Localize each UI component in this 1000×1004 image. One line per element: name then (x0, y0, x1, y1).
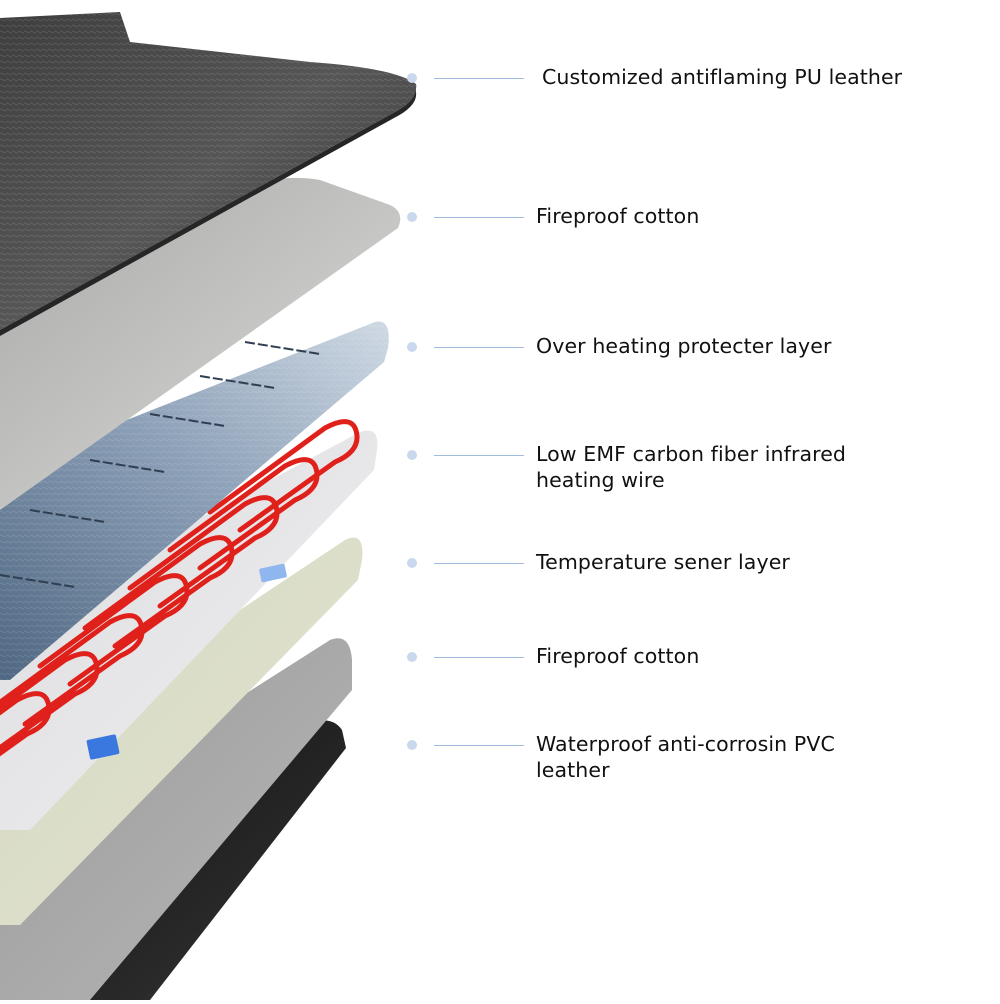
callout-label-line: leather (536, 758, 610, 782)
heating-base-layer (0, 430, 378, 830)
heating-wire-loop (0, 613, 145, 727)
fireproof-cotton-bottom-layer (0, 537, 363, 925)
callout-leader-line (434, 78, 524, 79)
heating-wire-loop (0, 651, 100, 751)
heating-wire-loop (167, 457, 320, 571)
heating-wire-loop (0, 691, 52, 757)
temperature-sensor-chip (259, 563, 287, 583)
callout-label: Fireproof cotton (536, 203, 699, 229)
callout-label-line: Over heating protecter layer (536, 334, 832, 358)
callout-dot (407, 740, 417, 750)
pvc-leather-layer (0, 638, 352, 1000)
heating-wire-loop (37, 573, 190, 687)
temperature-sensor-chip (86, 734, 120, 760)
callout-leader-line (434, 347, 524, 348)
heating-wire-loop (207, 419, 360, 533)
callout-label: Fireproof cotton (536, 643, 699, 669)
callout-label-line: Waterproof anti-corrosin PVC (536, 732, 835, 756)
callout-label: Customized antiflaming PU leather (542, 64, 902, 90)
pu-leather-edge (0, 84, 417, 336)
callout-dot (407, 450, 417, 460)
callout-label-line: Fireproof cotton (536, 204, 700, 228)
callout-leader-line (434, 745, 524, 746)
callout-leader-line (434, 217, 524, 218)
callout-dot (407, 73, 417, 83)
callout-label-line: Temperature sener layer (536, 550, 790, 574)
callout-dot (407, 558, 417, 568)
fireproof-cotton-top-layer (0, 177, 401, 510)
callout-label-line: Fireproof cotton (536, 644, 700, 668)
callout-dot (407, 342, 417, 352)
callout-dot (407, 212, 417, 222)
callout-leader-line (434, 563, 524, 564)
callout-leader-line (434, 657, 524, 658)
callout-label: Temperature sener layer (536, 549, 790, 575)
heating-wire-loop (82, 535, 235, 649)
heating-wire-loops (0, 419, 360, 757)
callout-leader-line (434, 455, 524, 456)
callout-dot (407, 652, 417, 662)
callout-label-line: Low EMF carbon fiber infrared (536, 442, 847, 466)
callout-label: Over heating protecter layer (536, 333, 832, 359)
heating-wire-loop (127, 495, 280, 609)
callout-label-line: heating wire (536, 468, 665, 492)
callout-label-line: Customized antiflaming PU leather (542, 65, 903, 89)
